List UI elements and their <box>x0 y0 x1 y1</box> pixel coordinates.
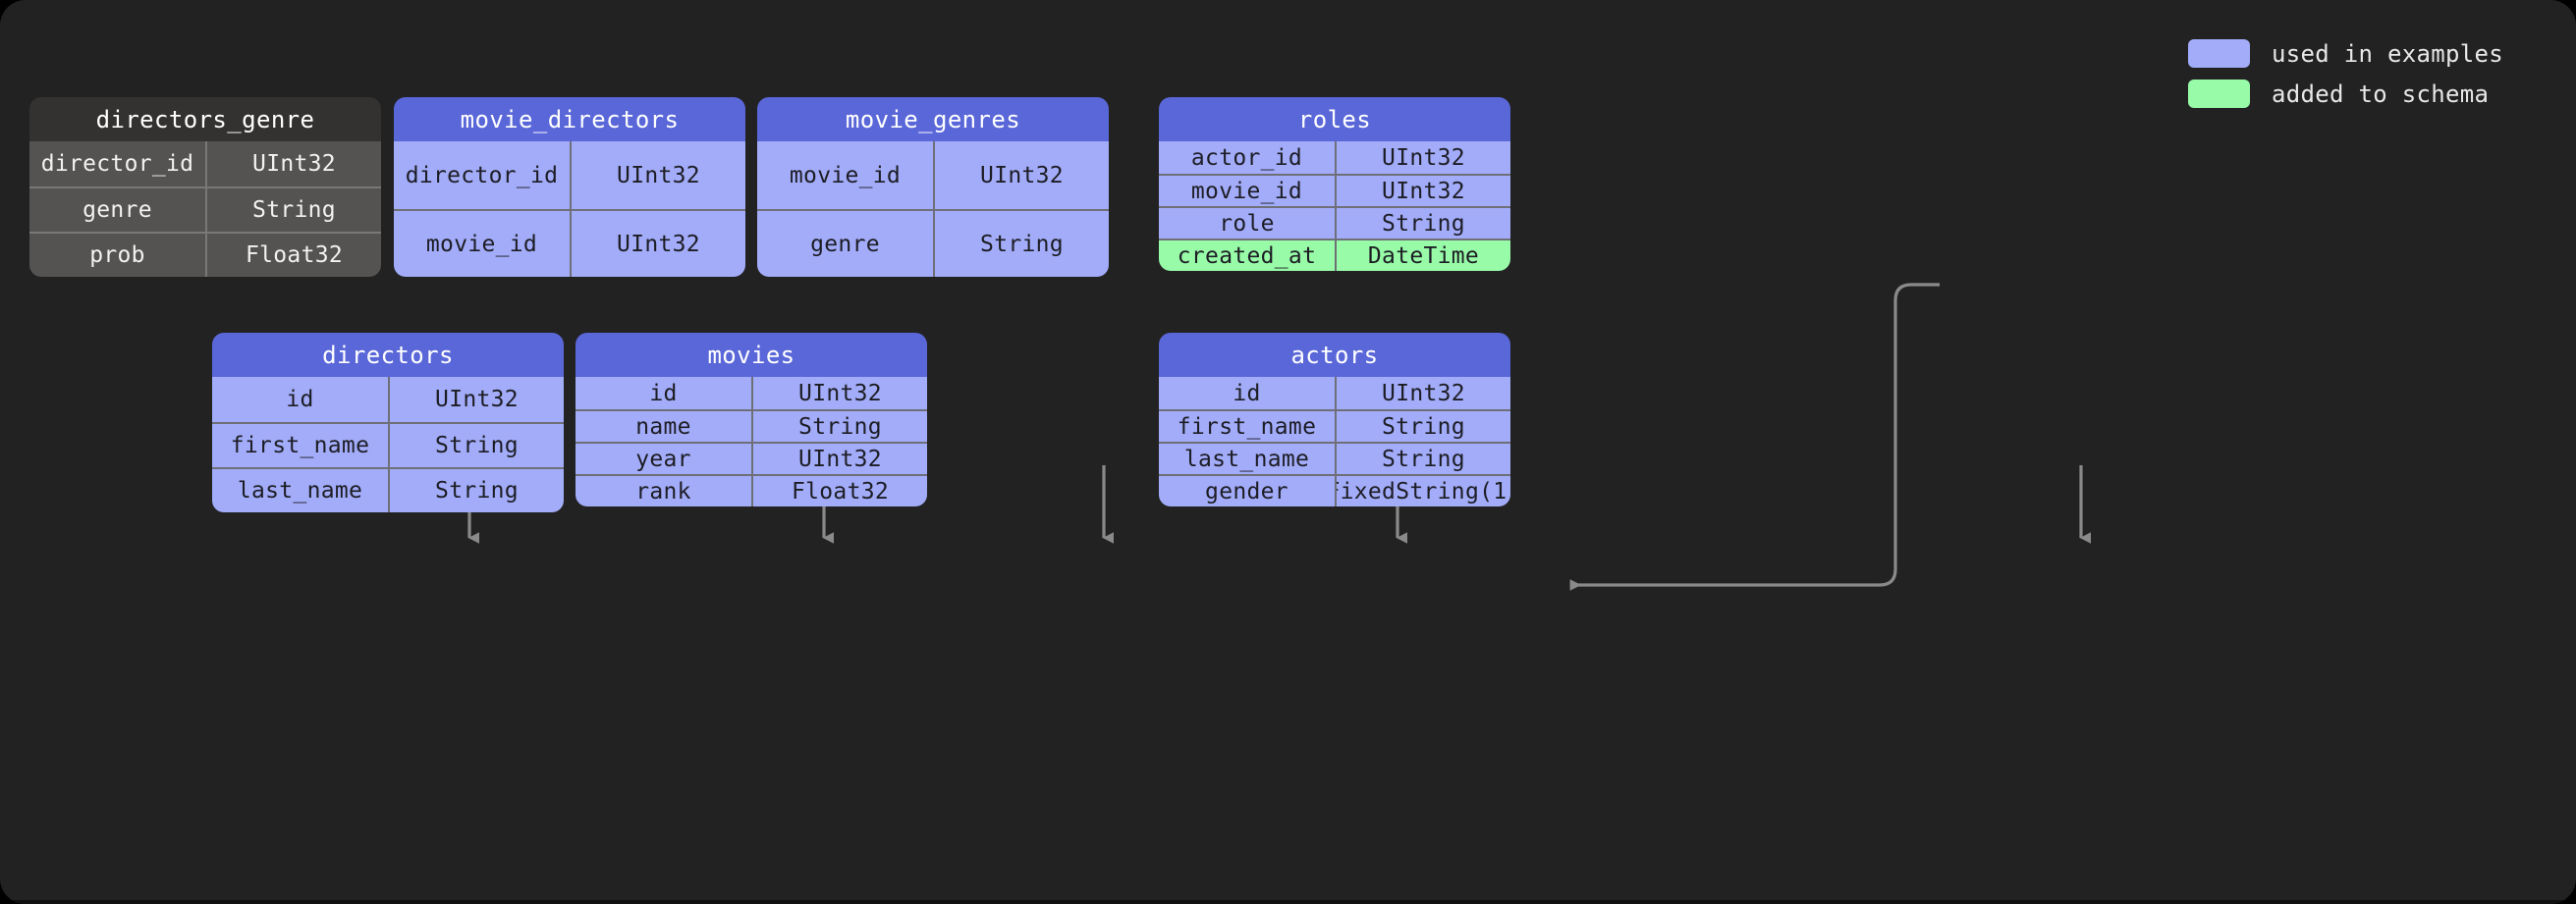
table-row[interactable]: prob Float32 <box>29 232 381 277</box>
column-type: String <box>751 411 927 442</box>
column-type: UInt32 <box>933 141 1109 209</box>
column-name: first_name <box>1177 413 1317 440</box>
column-name: rank <box>635 478 691 505</box>
table-row[interactable]: genre String <box>757 209 1109 277</box>
column-type: UInt32 <box>1335 176 1510 206</box>
column-name: year <box>635 446 691 472</box>
table-row[interactable]: director_id UInt32 <box>394 141 745 209</box>
column-type: FixedString(1) <box>1335 476 1510 506</box>
column-name: last_name <box>237 478 363 504</box>
table-row[interactable]: last_name String <box>212 467 564 512</box>
table-row[interactable]: id UInt32 <box>575 377 927 409</box>
table-row[interactable]: role String <box>1159 206 1510 239</box>
table-row[interactable]: actor_id UInt32 <box>1159 141 1510 174</box>
legend-swatch-blue <box>2188 39 2250 68</box>
column-type: UInt32 <box>570 211 745 277</box>
column-type: UInt32 <box>1335 377 1510 409</box>
table-row[interactable]: last_name String <box>1159 442 1510 474</box>
legend-swatch-green <box>2188 80 2250 108</box>
table-row[interactable]: year UInt32 <box>575 442 927 474</box>
table-title-directors: directors <box>212 333 564 377</box>
column-type: UInt32 <box>751 377 927 409</box>
table-row[interactable]: id UInt32 <box>1159 377 1510 409</box>
column-type: UInt32 <box>205 141 381 186</box>
column-name: actor_id <box>1190 144 1303 171</box>
legend-item-used-in-examples: used in examples <box>2188 39 2503 68</box>
table-row[interactable]: gender FixedString(1) <box>1159 474 1510 506</box>
column-type: UInt32 <box>1335 141 1510 174</box>
column-name: movie_id <box>425 231 538 257</box>
table-title-movies: movies <box>575 333 927 377</box>
column-name: role <box>1219 210 1275 237</box>
column-name: first_name <box>230 433 370 458</box>
column-name: director_id <box>405 162 559 188</box>
column-name: gender <box>1205 478 1288 505</box>
column-type: UInt32 <box>751 444 927 474</box>
table-row[interactable]: name String <box>575 409 927 442</box>
column-type: String <box>388 469 564 512</box>
table-row[interactable]: director_id UInt32 <box>29 141 381 186</box>
edge-roles-to-movies <box>1569 283 1940 591</box>
column-name: genre <box>82 197 152 223</box>
table-movie_genres[interactable]: movie_genres movie_id UInt32 genre String <box>757 97 1109 277</box>
column-type: String <box>1335 208 1510 239</box>
table-row[interactable]: rank Float32 <box>575 474 927 506</box>
column-name: prob <box>89 242 145 268</box>
table-directors_genre[interactable]: directors_genre director_id UInt32 genre Str… <box>29 97 381 277</box>
legend-item-added-to-schema: added to schema <box>2188 80 2490 108</box>
column-type: Float32 <box>751 476 927 506</box>
column-name: created_at <box>1177 242 1317 269</box>
table-row[interactable]: first_name String <box>1159 409 1510 442</box>
column-type: String <box>1335 444 1510 474</box>
legend: used in examples added to schema <box>2188 39 2503 108</box>
table-title-movie_directors: movie_directors <box>394 97 745 141</box>
column-type: DateTime <box>1335 240 1510 271</box>
column-type: Float32 <box>205 234 381 277</box>
table-title-directors_genre: directors_genre <box>29 97 381 141</box>
column-type: UInt32 <box>388 377 564 422</box>
bottom-edge-artifact <box>0 900 2576 904</box>
legend-label-added-to-schema: added to schema <box>2272 80 2490 108</box>
table-row[interactable]: movie_id UInt32 <box>394 209 745 277</box>
column-name: id <box>286 387 314 412</box>
column-name: movie_id <box>1190 178 1303 204</box>
legend-label-used-in-examples: used in examples <box>2272 39 2503 68</box>
column-type: String <box>933 211 1109 277</box>
column-name: id <box>649 380 678 406</box>
table-title-movie_genres: movie_genres <box>757 97 1109 141</box>
table-row[interactable]: movie_id UInt32 <box>757 141 1109 209</box>
table-row[interactable]: movie_id UInt32 <box>1159 174 1510 206</box>
table-row[interactable]: id UInt32 <box>212 377 564 422</box>
table-row[interactable]: genre String <box>29 186 381 232</box>
column-name: last_name <box>1183 446 1310 472</box>
column-name: name <box>635 413 691 440</box>
column-name: movie_id <box>789 162 902 188</box>
table-title-roles: roles <box>1159 97 1510 141</box>
table-row[interactable]: first_name String <box>212 422 564 467</box>
column-type: String <box>388 424 564 467</box>
column-name: director_id <box>40 151 194 177</box>
column-type: UInt32 <box>570 141 745 209</box>
column-name: genre <box>810 231 880 257</box>
table-title-actors: actors <box>1159 333 1510 377</box>
table-row[interactable]: created_at DateTime <box>1159 239 1510 271</box>
column-name: id <box>1233 380 1261 406</box>
column-type: String <box>205 188 381 232</box>
column-type: String <box>1335 411 1510 442</box>
